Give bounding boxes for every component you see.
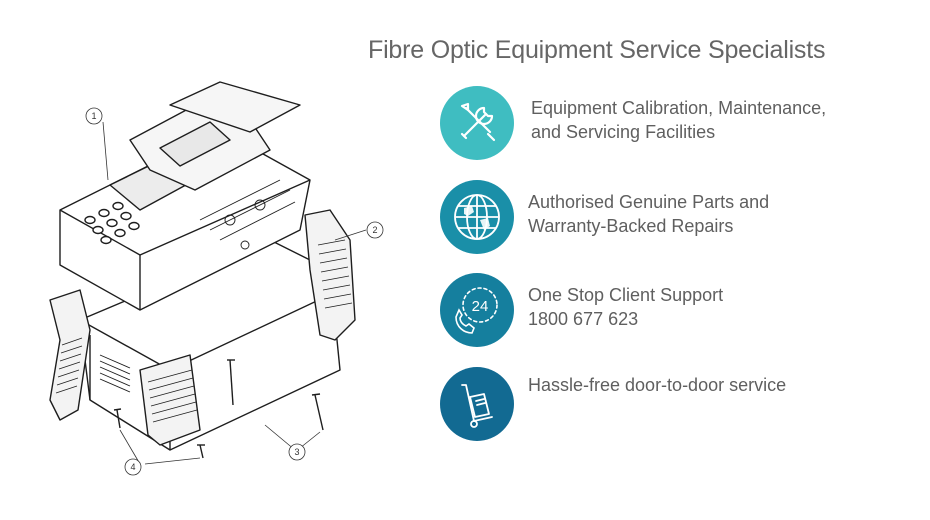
callout-4-label: 4 (130, 462, 135, 472)
callout-4 (124, 458, 142, 476)
page-headline: Fibre Optic Equipment Service Specialist… (368, 36, 826, 64)
feature-genuine-parts-line-1: Authorised Genuine Parts and (528, 192, 770, 212)
callout-1-label: 1 (91, 111, 96, 121)
phone-24-icon-label: 24 (472, 298, 489, 315)
feature-genuine-parts-line-2: Warranty-Backed Repairs (528, 216, 734, 236)
callout-2-label: 2 (372, 225, 377, 235)
feature-calibration-text: Equipment Calibration, Maintenance, and … (531, 96, 826, 144)
callout-1 (85, 107, 103, 125)
hand-truck-icon (440, 367, 514, 441)
feature-genuine-parts-text: Authorised Genuine Parts and Warranty-Ba… (528, 190, 769, 238)
callout-2 (366, 221, 384, 239)
feature-client-support-text: One Stop Client Support 1800 677 623 (528, 283, 723, 331)
globe-icon (440, 180, 514, 254)
support-phone-number: 1800 677 623 (528, 309, 639, 329)
wrench-screwdriver-icon (440, 86, 514, 160)
feature-client-support: 24 One Stop Client Support 1800 677 623 (440, 273, 910, 349)
feature-door-to-door-text: Hassle-free door-to-door service (528, 373, 786, 397)
feature-door-to-door-line-1: Hassle-free door-to-door service (528, 375, 787, 395)
feature-genuine-parts: Authorised Genuine Parts and Warranty-Ba… (440, 180, 910, 256)
phone-24-icon: 24 (440, 273, 514, 347)
callout-3-label: 3 (294, 447, 299, 457)
feature-calibration-line-1: Equipment Calibration, Maintenance, (531, 98, 827, 118)
splicer-exploded-diagram: 1 2 3 4 (49, 81, 384, 476)
feature-calibration: Equipment Calibration, Maintenance, and … (440, 86, 910, 162)
callout-3 (288, 443, 306, 461)
feature-door-to-door: Hassle-free door-to-door service (440, 367, 910, 443)
feature-client-support-line-1: One Stop Client Support (528, 285, 724, 305)
feature-calibration-line-2: and Servicing Facilities (531, 122, 716, 142)
